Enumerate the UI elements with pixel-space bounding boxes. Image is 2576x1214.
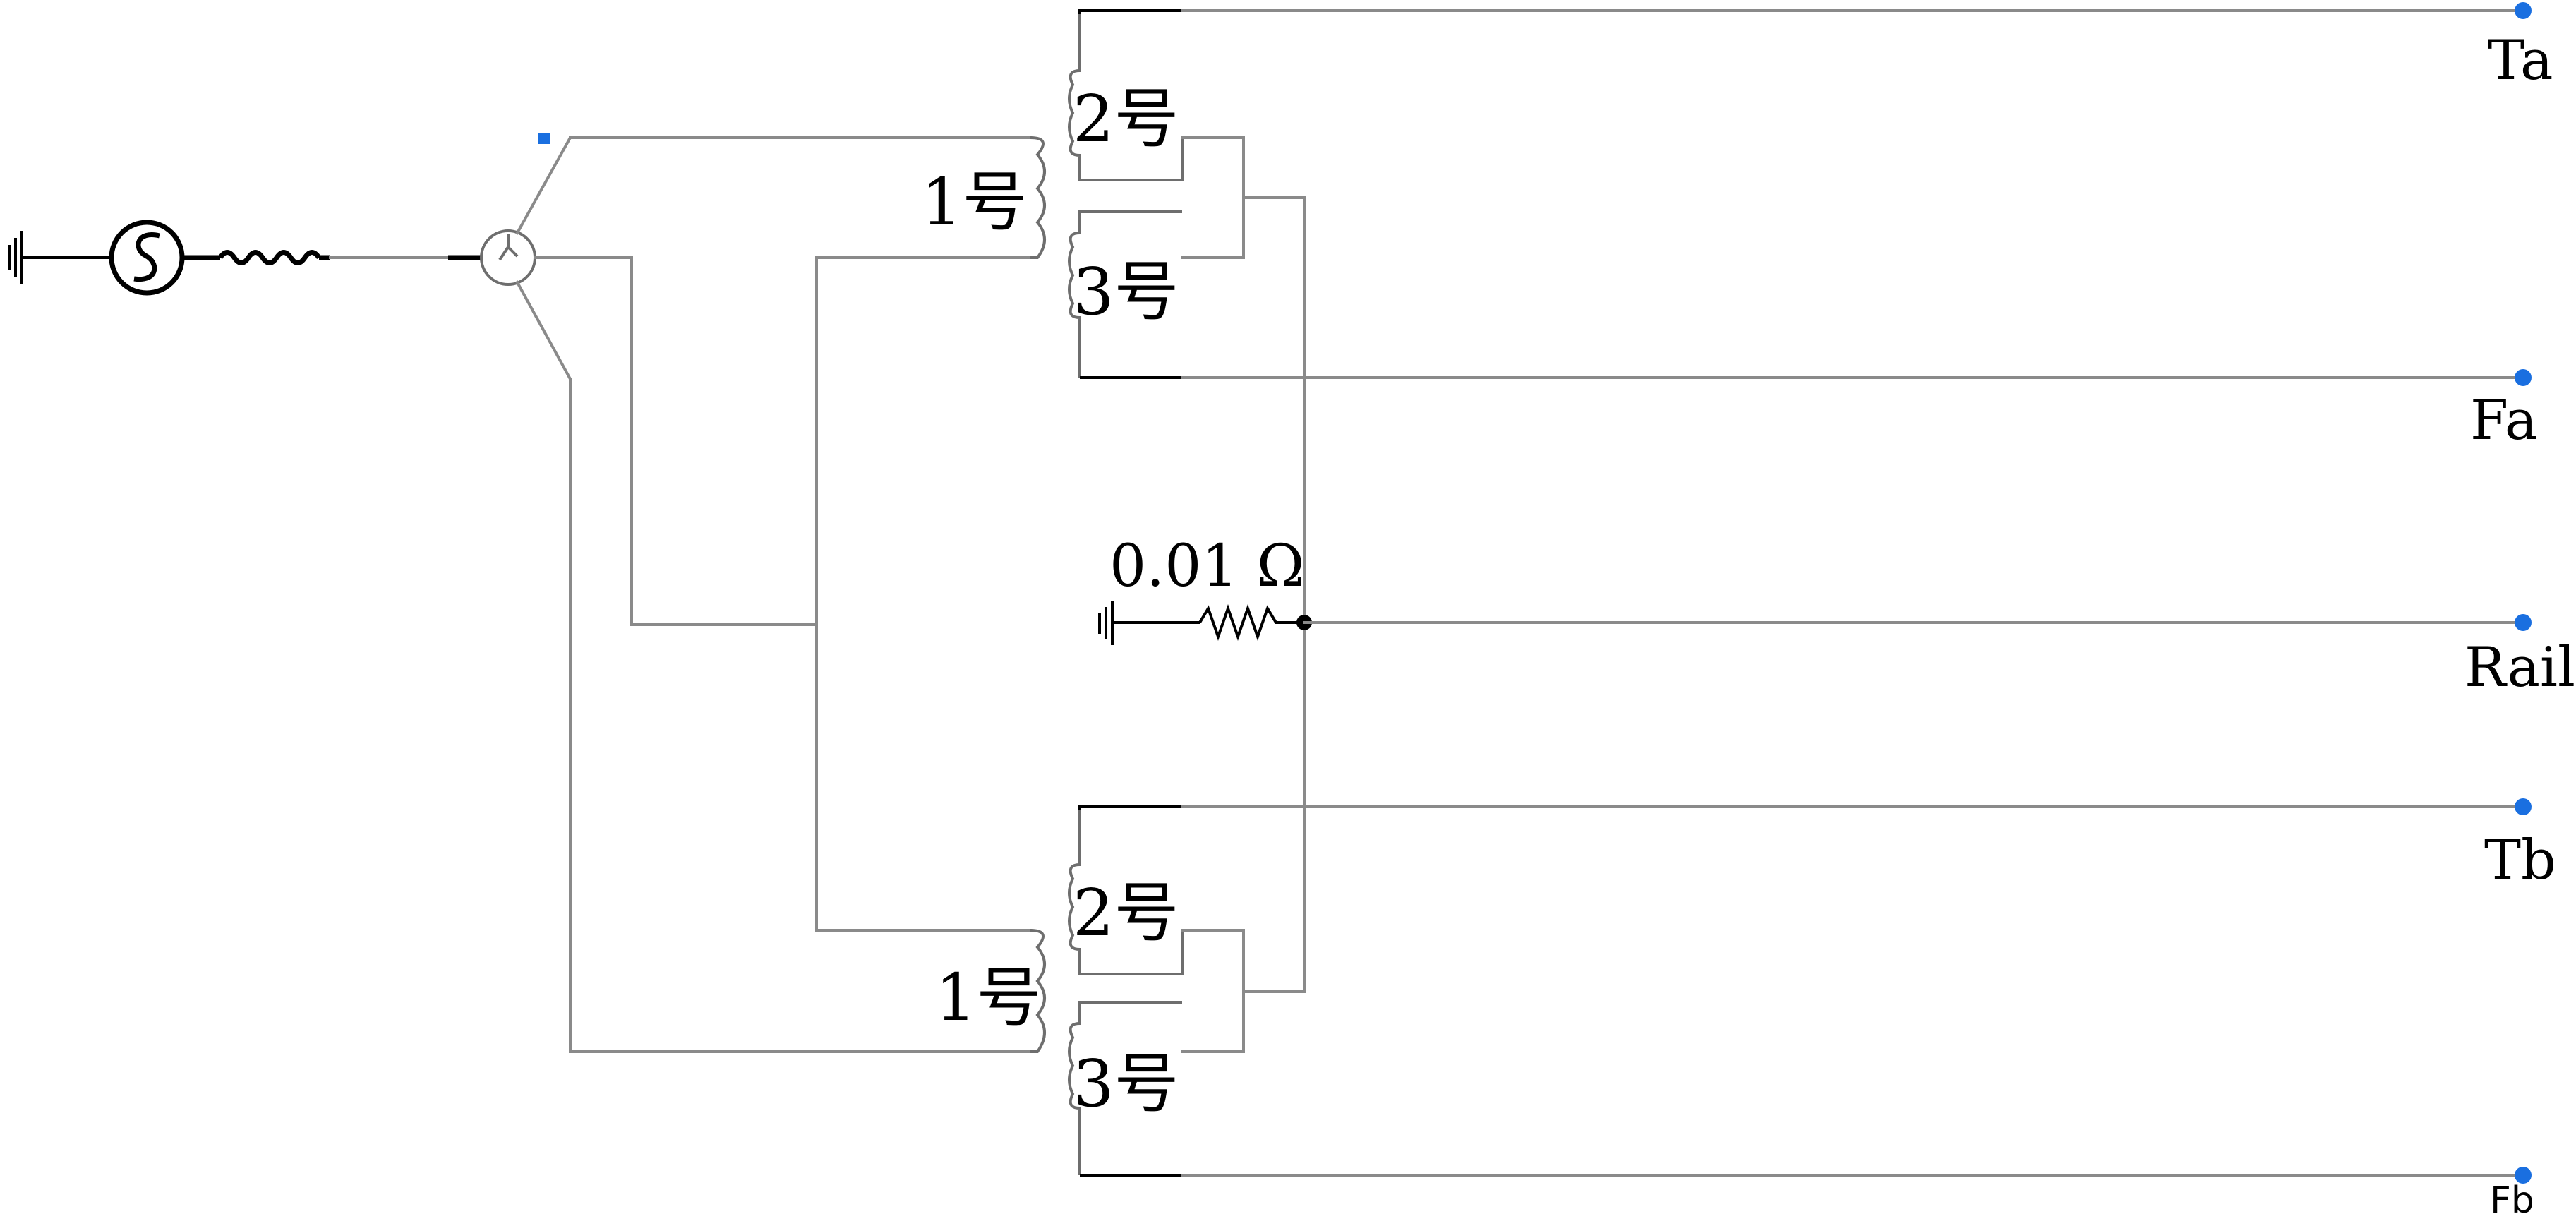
lower-transformer: 1号 2号 3号	[935, 805, 1306, 1177]
phase-b-wire	[569, 256, 818, 626]
winding-coil-icon	[1068, 14, 1184, 181]
ground-icon	[8, 231, 23, 284]
upper-primary-label: 1号	[921, 164, 1028, 240]
upper-tx-top	[1078, 9, 1182, 14]
upper-tx-tap	[1181, 136, 1245, 259]
lower-secondary-lower-label: 3号	[1073, 1046, 1179, 1122]
phase-c-wire	[569, 378, 1032, 1053]
terminal-port-fb[interactable]	[2515, 1167, 2532, 1184]
grounding-resistor: 0.01 Ω	[1098, 533, 1312, 645]
lower-tx-tap	[1181, 929, 1245, 1053]
terminal-port-ta[interactable]	[2515, 2, 2532, 19]
upper-transformer: 1号 2号 3号	[921, 9, 1306, 379]
resistor-icon	[1198, 603, 1304, 642]
terminal-port-fa[interactable]	[2515, 369, 2532, 386]
resistor-icon	[218, 250, 321, 265]
ac-voltage-source-icon	[109, 220, 185, 296]
upper-secondary-upper-label: 2号	[1073, 81, 1179, 157]
resistor-value-label: 0.01 Ω	[1109, 533, 1305, 600]
winding-coil-icon	[1030, 929, 1046, 1053]
terminal-label-rail: Rail	[2464, 636, 2575, 699]
terminal-label-ta: Ta	[2488, 29, 2553, 92]
winding-coil-icon	[1030, 136, 1046, 259]
upper-secondary-lower-label: 3号	[1073, 254, 1179, 330]
lower-secondary-upper-label: 2号	[1073, 875, 1179, 951]
terminal-port-tb[interactable]	[2515, 798, 2532, 815]
three-phase-transformer-icon	[480, 229, 536, 286]
phase-b-branch	[815, 256, 1032, 932]
winding-coil-icon	[1068, 210, 1182, 378]
tx-lead-c	[515, 280, 572, 381]
terminal-port-rail[interactable]	[2515, 614, 2532, 631]
lower-tx-top	[1078, 805, 1182, 810]
phase-port	[538, 133, 550, 144]
terminal-label-fa: Fa	[2470, 389, 2537, 452]
lower-primary-label: 1号	[935, 960, 1042, 1035]
tx-lead-a	[515, 136, 572, 235]
winding-coil-icon	[1068, 810, 1184, 975]
terminal-label-tb: Tb	[2484, 829, 2556, 892]
terminal-label-fb: Fb	[2490, 1179, 2534, 1214]
winding-coil-icon	[1068, 1001, 1182, 1175]
ground-icon	[1098, 601, 1114, 645]
